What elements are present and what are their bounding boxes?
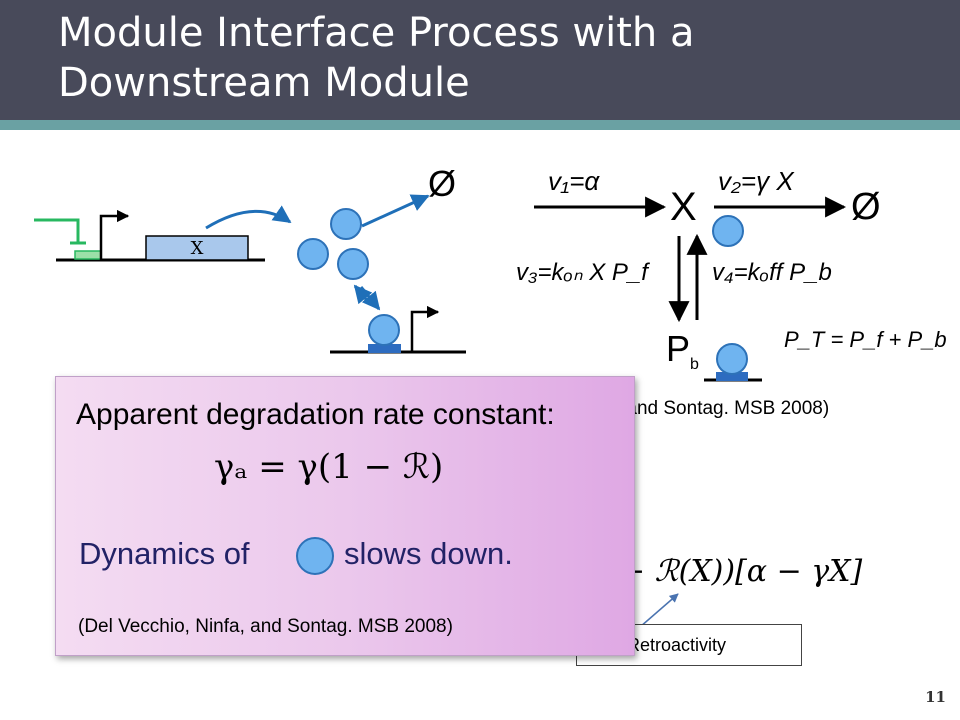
- degradation-symbol: Ø: [428, 163, 457, 204]
- gene-x-box: [145, 235, 249, 261]
- total-conservation: P_T = P_f + P_b: [784, 327, 947, 352]
- pb-binding-site: [716, 372, 748, 381]
- citation-fragment: fa, and Sontag. MSB 2008): [600, 398, 830, 419]
- popup-formula: γₐ = γ(1 − ℛ): [214, 447, 444, 487]
- promoter-arrow: [99, 209, 130, 260]
- species-pb: Pb: [666, 328, 699, 386]
- retroactivity-pointer: [639, 593, 679, 628]
- species-pb-main: P: [666, 328, 691, 369]
- reaction-v2: v₂=γ X: [718, 166, 794, 196]
- retroactivity-label: Retroactivity: [627, 635, 727, 655]
- degradation-product: Ø: [851, 186, 881, 228]
- species-x: X: [670, 185, 697, 229]
- callout-popup: Apparent degradation rate constant: γₐ =…: [55, 376, 635, 656]
- gene-label: X: [190, 238, 204, 259]
- reaction-scheme: [534, 196, 847, 382]
- slide-title: Module Interface Process with a Downstre…: [58, 8, 938, 108]
- gene-circuit: [34, 205, 292, 262]
- operator-site: [74, 250, 102, 260]
- equation-fragment: − ℛ(X))[α − γX]: [620, 554, 863, 589]
- reaction-v1: v₁=α: [548, 166, 600, 196]
- protein-x-icon: [712, 215, 744, 247]
- bound-protein-icon: [368, 314, 400, 346]
- reaction-v3: v₃=kₒₙ X P_f: [516, 259, 648, 286]
- protein-icon: [296, 537, 334, 575]
- slide-title-line-1: Module Interface Process with a: [58, 10, 695, 56]
- expression-arrow: [205, 205, 292, 230]
- binding-site: [368, 344, 401, 353]
- reaction-v4: v₄=kₒff P_b: [712, 259, 832, 286]
- dynamics-text-after: slows down.: [344, 536, 513, 571]
- protein-cluster: [297, 194, 430, 311]
- pb-protein-icon: [716, 343, 748, 375]
- protein-icon: [297, 238, 329, 270]
- popup-heading: Apparent degradation rate constant:: [76, 398, 555, 431]
- title-bar-stripe: [0, 120, 960, 130]
- downstream-promoter-arrow: [410, 305, 440, 352]
- unbinding-arrow: [353, 284, 373, 305]
- protein-icon: [337, 248, 369, 280]
- page-number: 11: [925, 688, 946, 706]
- dynamics-text-before: Dynamics of: [79, 536, 250, 571]
- title-bar: [0, 0, 960, 120]
- degradation-arrow: [361, 194, 430, 228]
- protein-icon: [330, 208, 362, 240]
- popup-citation: (Del Vecchio, Ninfa, and Sontag. MSB 200…: [78, 616, 453, 637]
- slide-title-line-2: Downstream Module: [58, 60, 470, 106]
- repressor-input: [34, 218, 80, 243]
- downstream-site: [330, 305, 466, 354]
- species-pb-sub: b: [690, 356, 699, 374]
